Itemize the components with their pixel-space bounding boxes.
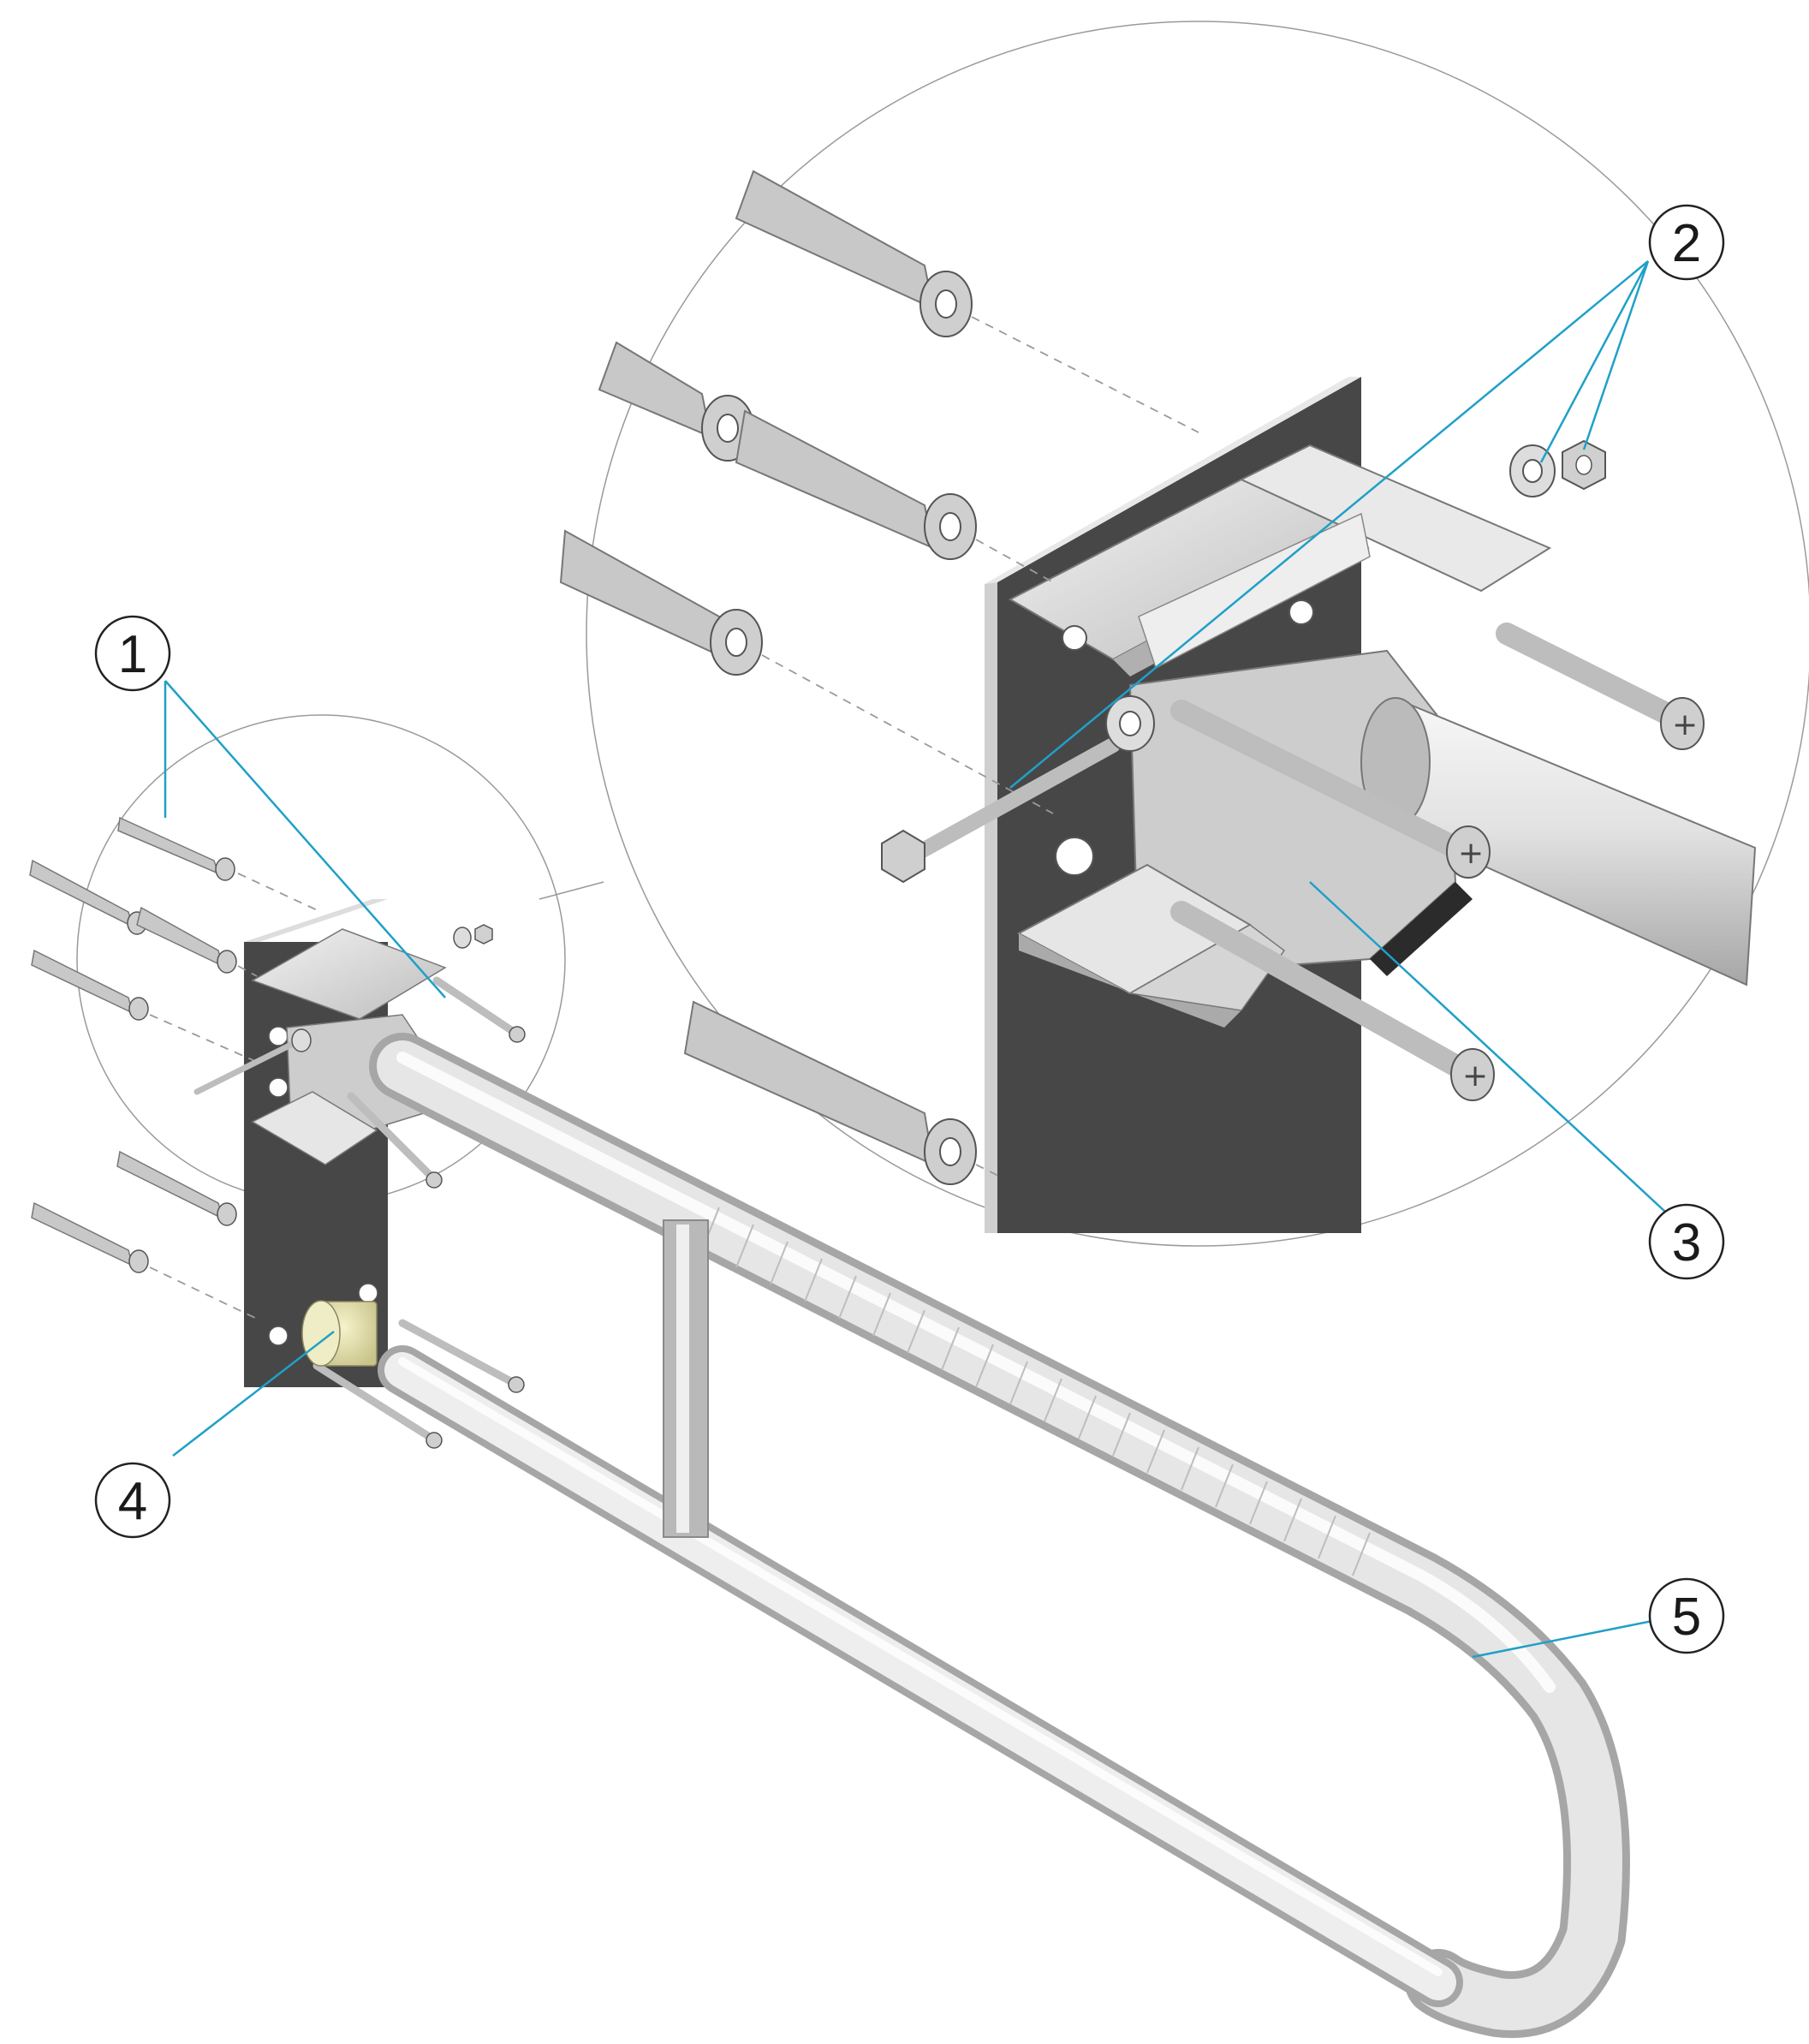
callout-1: 1 (94, 615, 171, 692)
detail-wall-plugs (559, 170, 977, 1185)
detail-magnified-view: + + + (539, 21, 1809, 1247)
overview-wall-plugs (29, 816, 237, 1273)
detail-top-bracket (1008, 444, 1552, 676)
detail-circle-outline (586, 21, 1809, 1247)
overview-plug (136, 906, 237, 974)
detail-plug (683, 1000, 977, 1185)
detail-bolt-hole (1288, 599, 1314, 625)
detail-screws: + + + (881, 623, 1705, 1101)
overview-alignment-lines (149, 873, 322, 1320)
callout-3: 3 (1648, 1203, 1725, 1280)
overview-plug (31, 1201, 149, 1273)
svg-text:+: + (1458, 836, 1484, 871)
callout-label: 1 (118, 625, 147, 684)
detail-connector-line (539, 881, 604, 900)
detail-plug (598, 341, 754, 462)
overview-plug (29, 859, 147, 935)
detail-plug (735, 409, 977, 560)
grip-texture (701, 1207, 1371, 1576)
callout-label: 2 (1672, 214, 1701, 273)
leader-lines (164, 260, 1666, 1659)
callout-label: 4 (118, 1472, 147, 1531)
overview-plug (31, 949, 149, 1021)
overview-screws (193, 976, 526, 1449)
grab-bar (369, 1033, 1630, 2038)
detail-tube (1360, 697, 1757, 986)
screw-head-icon (1450, 1048, 1495, 1101)
overview-plug (116, 1150, 237, 1226)
callout-2: 2 (1648, 204, 1725, 281)
detail-bolt-hole (1055, 837, 1094, 876)
svg-text:+: + (1672, 707, 1698, 742)
screw-head-icon (1660, 697, 1705, 750)
overview-plug (117, 816, 235, 881)
callout-label: 3 (1672, 1213, 1701, 1272)
detail-plug (735, 170, 973, 337)
svg-text:+: + (1462, 1058, 1488, 1094)
detail-bolt-hole (1062, 625, 1087, 651)
detail-plug (559, 529, 763, 676)
hex-bolt-head-icon (881, 829, 925, 884)
callout-5: 5 (1648, 1577, 1725, 1654)
detail-alignment-lines (761, 316, 1199, 1178)
screw-head-icon (1446, 825, 1491, 879)
callout-4: 4 (94, 1462, 171, 1539)
end-cap (301, 1300, 378, 1367)
callout-label: 5 (1672, 1588, 1701, 1647)
